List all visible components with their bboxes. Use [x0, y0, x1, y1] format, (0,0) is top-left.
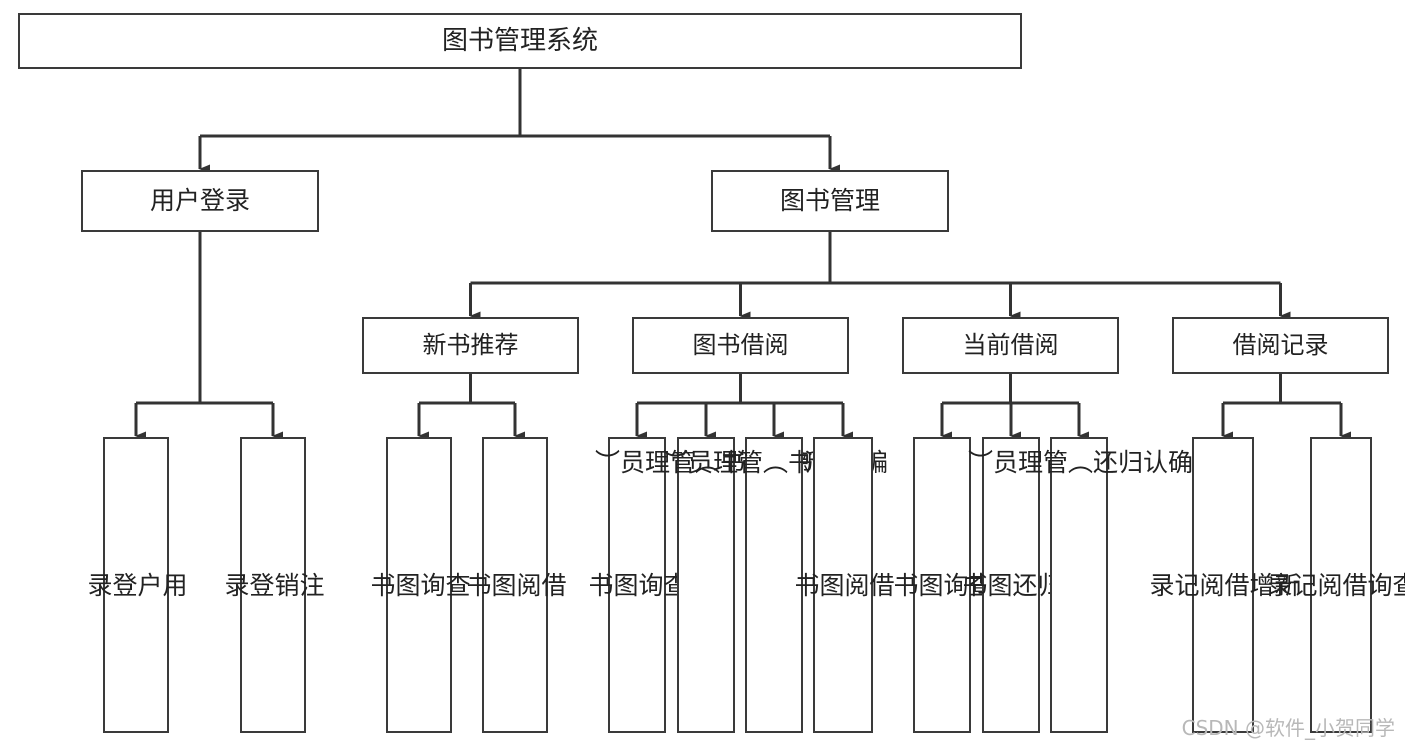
- node-book-management[interactable]: 图书管理: [711, 170, 949, 232]
- node-leaf-query-book-borrow-label: 查 询 图 书: [585, 571, 689, 599]
- node-leaf-confirm-return-admin-label: 确 认 归 还 （ 管 理 员 ）: [964, 449, 1194, 476]
- node-borrow-record[interactable]: 借阅记录: [1172, 317, 1389, 374]
- node-borrow-record-label: 借阅记录: [1232, 331, 1329, 360]
- node-leaf-user-login[interactable]: 用 户 登 录: [84, 437, 188, 733]
- node-leaf-query-book-current[interactable]: 查 询 图 书: [890, 437, 994, 733]
- node-leaf-query-book-rec-label: 查 询 图 书: [367, 571, 471, 599]
- node-leaf-query-borrow-record-label: 查 询 借 阅 记 录: [1264, 571, 1405, 599]
- node-new-book-recommend-label: 新书推荐: [422, 331, 519, 360]
- node-leaf-borrow-book-rec[interactable]: 借 阅 图 书: [463, 437, 567, 733]
- node-leaf-query-book-rec[interactable]: 查 询 图 书: [367, 437, 471, 733]
- node-leaf-user-logout[interactable]: 注 销 登 录: [221, 437, 325, 733]
- node-book-borrow-label: 图书借阅: [692, 331, 789, 360]
- node-leaf-user-logout-label: 注 销 登 录: [221, 571, 325, 599]
- node-leaf-user-login-label: 用 户 登 录: [84, 571, 188, 599]
- node-leaf-query-borrow-record[interactable]: 查 询 借 阅 记 录: [1264, 437, 1405, 733]
- node-root[interactable]: 图书管理系统: [18, 13, 1022, 69]
- node-user-login-label: 用户登录: [149, 186, 250, 216]
- node-root-label: 图书管理系统: [441, 25, 598, 56]
- node-leaf-borrow-book[interactable]: 借 阅 图 书: [791, 437, 895, 733]
- node-current-borrow[interactable]: 当前借阅: [902, 317, 1119, 374]
- node-leaf-confirm-return-admin[interactable]: 确 认 归 还 （ 管 理 员 ）: [965, 437, 1194, 733]
- node-new-book-recommend[interactable]: 新书推荐: [362, 317, 579, 374]
- node-leaf-return-book-label: 归 还 图 书: [959, 571, 1063, 599]
- node-book-management-label: 图书管理: [779, 186, 880, 216]
- node-leaf-add-borrow-record[interactable]: 新 增 借 阅 记 录: [1146, 437, 1300, 733]
- node-leaf-add-borrow-record-label: 新 增 借 阅 记 录: [1146, 571, 1300, 599]
- node-leaf-return-book[interactable]: 归 还 图 书: [959, 437, 1063, 733]
- node-leaf-add-book-admin[interactable]: 新 增 图 书 （ 管 理 员 ）: [592, 437, 821, 733]
- node-book-borrow[interactable]: 图书借阅: [632, 317, 849, 374]
- csdn-watermark: CSDN @软件_小贺同学: [1181, 716, 1395, 740]
- node-current-borrow-label: 当前借阅: [962, 331, 1059, 360]
- node-leaf-borrow-book-rec-label: 借 阅 图 书: [463, 571, 567, 599]
- node-leaf-query-book-borrow[interactable]: 查 询 图 书: [585, 437, 689, 733]
- node-user-login[interactable]: 用户登录: [81, 170, 319, 232]
- node-leaf-borrow-book-label: 借 阅 图 书: [791, 571, 895, 599]
